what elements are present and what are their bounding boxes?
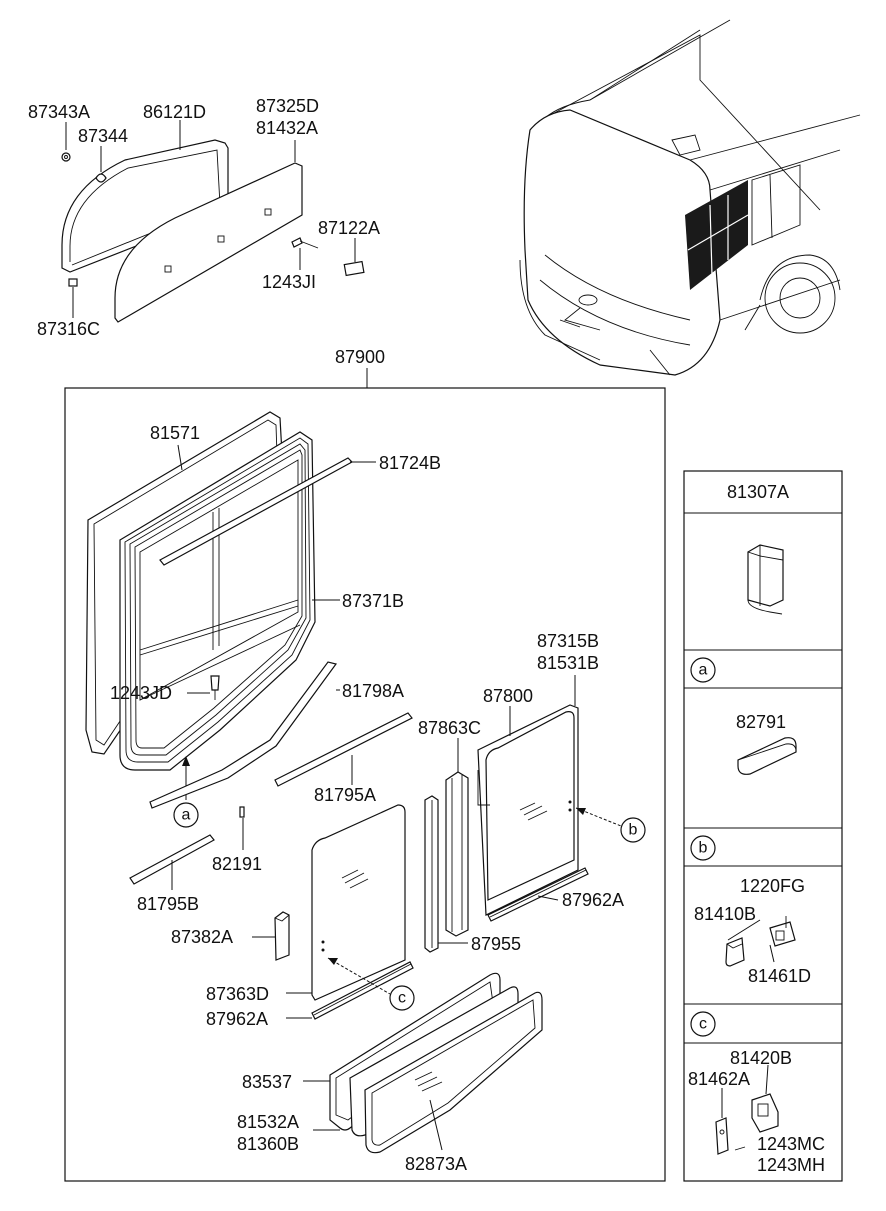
label-81432A: 81432A [256, 118, 318, 138]
quarter-trim-assembly [61, 120, 365, 323]
label-87962A-left: 87962A [206, 1009, 268, 1029]
callout-a [173, 802, 199, 828]
label-81795B: 81795B [137, 894, 199, 914]
label-87863C: 87863C [418, 718, 481, 738]
label-81724B: 81724B [379, 453, 441, 473]
label-86121D: 86121D [143, 102, 206, 122]
channel-87955 [424, 795, 439, 953]
channel-87863C [445, 771, 469, 937]
legend-header: 81307A [727, 482, 789, 502]
label-81798A: 81798A [342, 681, 404, 701]
label-87363D: 87363D [206, 984, 269, 1004]
block-87382A [274, 911, 290, 961]
label-87344: 87344 [78, 126, 128, 146]
strip-81795A [274, 712, 413, 787]
strip-81795B [129, 834, 215, 885]
label-87325D: 87325D [256, 96, 319, 116]
glass-87363D [311, 804, 406, 1001]
label-81360B: 81360B [237, 1134, 299, 1154]
label-87955: 87955 [471, 934, 521, 954]
legend-b-part-2: 81410B [694, 904, 756, 924]
label-87800: 87800 [483, 686, 533, 706]
legend-a-letter: a [699, 662, 708, 679]
legend-b-letter: b [699, 840, 708, 857]
window-frame-assembly [85, 411, 353, 800]
assembly-87900-box [64, 387, 666, 1182]
label-87316C: 87316C [37, 319, 100, 339]
label-1243JD: 1243JD [110, 683, 172, 703]
label-87962A-right: 87962A [562, 890, 624, 910]
legend-b-part-3: 81461D [748, 966, 811, 986]
legend-c-part-4: 1243MH [757, 1155, 825, 1175]
legend-b-part-1: 1220FG [740, 876, 805, 896]
legend-c-part-3: 1243MC [757, 1134, 825, 1154]
label-81532A: 81532A [237, 1112, 299, 1132]
callout-a-letter: a [182, 807, 191, 824]
label-82191: 82191 [212, 854, 262, 874]
legend-a-part: 82791 [736, 712, 786, 732]
bus-illustration [519, 19, 861, 376]
label-87122A: 87122A [318, 218, 380, 238]
callout-c [389, 985, 415, 1011]
callout-c-letter: c [398, 990, 406, 1007]
label-87315B: 87315B [537, 631, 599, 651]
part-labels: 87343A 86121D 87344 87325D 81432A 87122A… [28, 96, 638, 1174]
legend-labels: 81307A a 82791 b 1220FG 81410B 81461D c … [688, 482, 825, 1175]
label-81795A: 81795A [314, 785, 376, 805]
legend-c-part-2: 81462A [688, 1069, 750, 1089]
callout-b [620, 817, 646, 843]
molding-81798A [149, 661, 338, 809]
legend-c-letter: c [699, 1016, 707, 1033]
label-1243JI: 1243JI [262, 272, 316, 292]
fixed-glass-assembly [329, 972, 543, 1154]
callout-b-letter: b [629, 822, 638, 839]
label-87371B: 87371B [342, 591, 404, 611]
legend-box [683, 470, 843, 1182]
label-87382A: 87382A [171, 927, 233, 947]
label-83537: 83537 [242, 1072, 292, 1092]
label-87900: 87900 [335, 347, 385, 367]
label-87343A: 87343A [28, 102, 90, 122]
label-81571: 81571 [150, 423, 200, 443]
label-81531B: 81531B [537, 653, 599, 673]
legend-c-part-1: 81420B [730, 1048, 792, 1068]
label-82873A: 82873A [405, 1154, 467, 1174]
